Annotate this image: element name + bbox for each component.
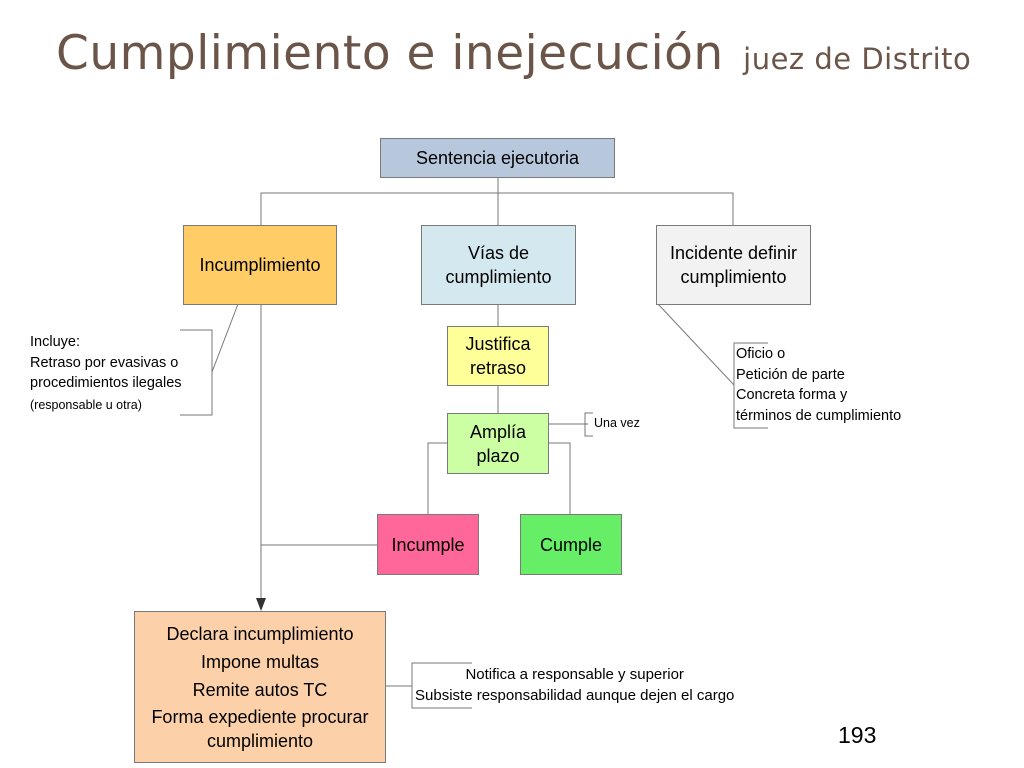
node-incumplimiento: Incumplimiento <box>183 225 337 305</box>
note-oficio-line-4: términos de cumplimiento <box>736 407 902 424</box>
connector-amplia-cumple <box>548 442 571 514</box>
connector-incidente-oficio <box>657 303 735 386</box>
connector-incumplimiento-incluye <box>211 303 239 373</box>
note-oficio-line-1: Oficio o <box>736 346 786 362</box>
node-cumple-label: Cumple <box>539 534 603 555</box>
node-vias-line-1: Vías de <box>467 243 530 263</box>
note-notifica-line-2: Subsiste responsabilidad aunque dejen el… <box>415 686 735 704</box>
node-amplia-plazo: Amplía plazo <box>447 413 549 474</box>
node-justifica-line-1: Justifica <box>465 334 531 354</box>
title-subtitle: juez de Distrito <box>743 42 972 76</box>
arrowhead-declara <box>256 598 266 611</box>
slide-title: Cumplimiento e inejecución juez de Distr… <box>56 26 971 81</box>
title-main: Cumplimiento e inejecución <box>56 26 724 81</box>
node-amplia-line-1: Amplía <box>469 421 527 442</box>
declara-line-1: Declara incumplimiento <box>166 624 354 644</box>
declara-line-3: Remite autos TC <box>192 680 328 700</box>
node-incumple: Incumple <box>377 514 479 575</box>
note-incluye-line-2: Retraso por evasivas o <box>30 354 179 371</box>
note-oficio-line-3: Concreta forma y <box>736 387 848 403</box>
note-incluye-line-4: (responsable u otra) <box>30 397 142 412</box>
node-incidente-line-2: cumplimiento <box>680 267 787 287</box>
bracket-incluye <box>180 329 213 416</box>
declara-line-2: Impone multas <box>200 652 320 672</box>
note-una-vez: Una vez <box>594 415 640 431</box>
node-incidente-definir: Incidente definir cumplimiento <box>656 225 811 305</box>
node-incumple-label: Incumple <box>391 534 465 555</box>
note-una-vez-label: Una vez <box>594 416 640 430</box>
node-sentencia-ejecutoria: Sentencia ejecutoria <box>380 138 615 178</box>
note-incluye: Incluye: Retraso por evasivas o procedim… <box>30 332 182 415</box>
node-amplia-line-2: plazo <box>476 445 520 466</box>
page-number: 193 <box>838 722 877 748</box>
note-oficio: Oficio o Petición de parte Concreta form… <box>736 344 901 426</box>
node-justifica-retraso: Justifica retraso <box>447 326 549 386</box>
node-sentencia-label: Sentencia ejecutoria <box>415 148 580 168</box>
note-incluye-line-1: Incluye: <box>30 334 80 350</box>
node-vias-line-2: cumplimiento <box>445 267 552 287</box>
declara-line-4: Forma expediente procurar <box>151 707 369 727</box>
node-declara-incumplimiento: Declara incumplimiento Impone multas Rem… <box>134 611 386 763</box>
bracket-una-vez <box>584 412 593 437</box>
bracket-notifica <box>411 662 472 709</box>
declara-line-5: cumplimiento <box>206 731 314 751</box>
node-cumple: Cumple <box>520 514 622 575</box>
note-incluye-line-3: procedimientos ilegales <box>30 375 182 391</box>
note-notifica: Notifica a responsable y superior Subsis… <box>415 665 734 706</box>
node-incumplimiento-label: Incumplimiento <box>199 255 321 275</box>
node-vias-de-cumplimiento: Vías de cumplimiento <box>421 225 576 305</box>
bracket-oficio <box>733 342 768 429</box>
connector-branch-bar <box>260 192 734 225</box>
note-notifica-line-1: Notifica a responsable y superior <box>465 666 684 683</box>
connector-amplia-incumple <box>427 442 448 514</box>
note-oficio-line-2: Petición de parte <box>736 366 845 383</box>
node-justifica-line-2: retraso <box>469 358 527 378</box>
node-incidente-line-1: Incidente definir <box>669 243 798 263</box>
